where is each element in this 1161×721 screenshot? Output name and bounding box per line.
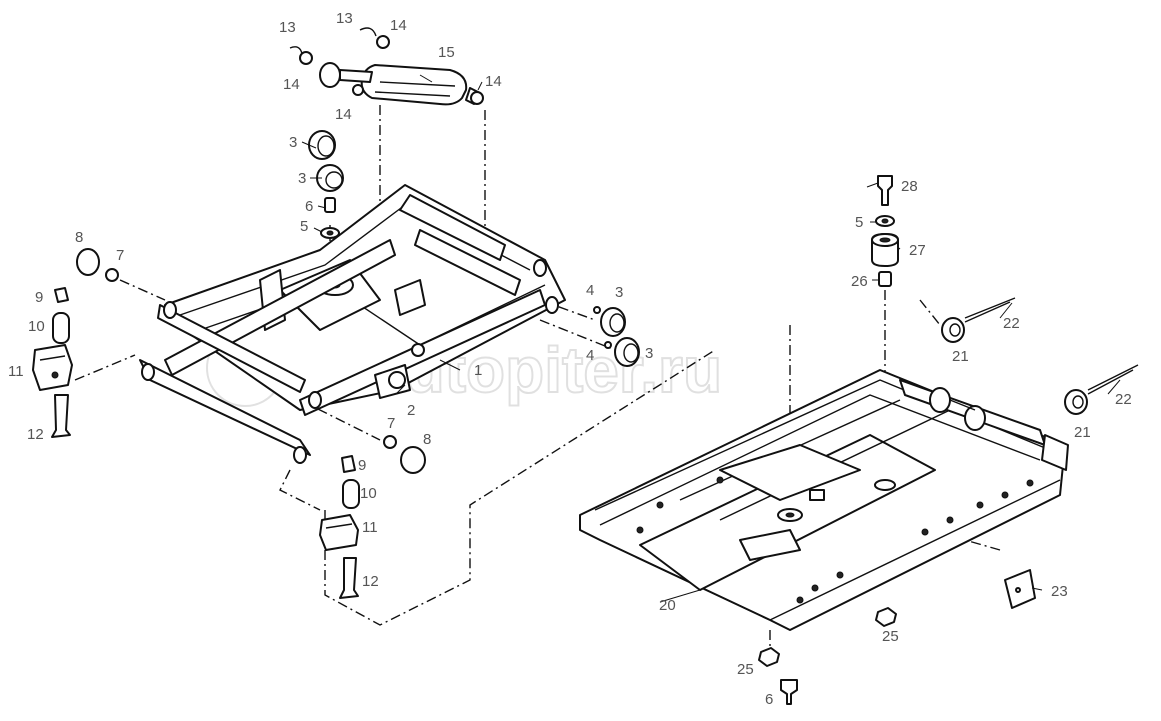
callout-28: 28 bbox=[901, 178, 918, 195]
callout-4: 4 bbox=[586, 347, 594, 364]
callout-13: 13 bbox=[279, 19, 296, 36]
callout-9: 9 bbox=[358, 457, 366, 474]
callout-6: 6 bbox=[765, 691, 773, 708]
center-bracket-stack bbox=[319, 455, 360, 599]
callout-14: 14 bbox=[283, 76, 300, 93]
callout-5: 5 bbox=[300, 218, 308, 235]
scissor-frame-icon bbox=[139, 184, 566, 464]
bushing-icon bbox=[319, 62, 341, 88]
callout-20: 20 bbox=[659, 597, 676, 614]
small-parts bbox=[758, 569, 1036, 705]
damper-assembly bbox=[289, 27, 484, 106]
callout-5: 5 bbox=[855, 214, 863, 231]
callout-22: 22 bbox=[1115, 391, 1132, 408]
callout-22: 22 bbox=[1003, 315, 1020, 332]
right-bolt-stack bbox=[871, 175, 899, 287]
callout-13: 13 bbox=[336, 10, 353, 27]
callout-10: 10 bbox=[28, 318, 45, 335]
callout-27: 27 bbox=[909, 242, 926, 259]
callout-3: 3 bbox=[298, 170, 306, 187]
callout-9: 9 bbox=[35, 289, 43, 306]
callouts: 13 13 14 14 14 14 15 3 3 6 5 8 7 9 10 11… bbox=[8, 10, 1132, 708]
callout-11: 11 bbox=[362, 519, 378, 536]
callout-2: 2 bbox=[407, 402, 415, 419]
callout-12: 12 bbox=[362, 573, 379, 590]
callout-26: 26 bbox=[851, 273, 868, 290]
callout-4: 4 bbox=[586, 282, 594, 299]
callout-25: 25 bbox=[737, 661, 754, 678]
rollers bbox=[76, 248, 426, 474]
bolt-icon bbox=[324, 197, 336, 213]
callout-15: 15 bbox=[438, 44, 455, 61]
callout-14: 14 bbox=[485, 73, 502, 90]
shock-absorber-icon bbox=[360, 64, 468, 106]
callout-21: 21 bbox=[1074, 424, 1091, 441]
callout-3: 3 bbox=[289, 134, 297, 151]
callout-8: 8 bbox=[423, 431, 431, 448]
callout-7: 7 bbox=[387, 415, 395, 432]
callout-25: 25 bbox=[882, 628, 899, 645]
callout-23: 23 bbox=[1051, 583, 1068, 600]
base-plate-icon bbox=[579, 369, 1069, 631]
callout-14: 14 bbox=[390, 17, 407, 34]
callout-6: 6 bbox=[305, 198, 313, 215]
side-bushings bbox=[593, 306, 640, 367]
leaders bbox=[301, 74, 1121, 603]
left-bracket-stack bbox=[32, 287, 73, 438]
callout-21: 21 bbox=[952, 348, 969, 365]
callout-11: 11 bbox=[8, 363, 24, 380]
callout-8: 8 bbox=[75, 229, 83, 246]
callout-12: 12 bbox=[27, 426, 44, 443]
callout-3: 3 bbox=[615, 284, 623, 301]
nut-icon bbox=[54, 287, 69, 303]
callout-14: 14 bbox=[335, 106, 352, 123]
callout-3: 3 bbox=[645, 345, 653, 362]
bumpers bbox=[941, 297, 1139, 415]
washer-icon bbox=[376, 35, 390, 49]
callout-7: 7 bbox=[116, 247, 124, 264]
callout-1: 1 bbox=[474, 362, 482, 379]
callout-10: 10 bbox=[360, 485, 377, 502]
top-bushings bbox=[308, 130, 344, 239]
